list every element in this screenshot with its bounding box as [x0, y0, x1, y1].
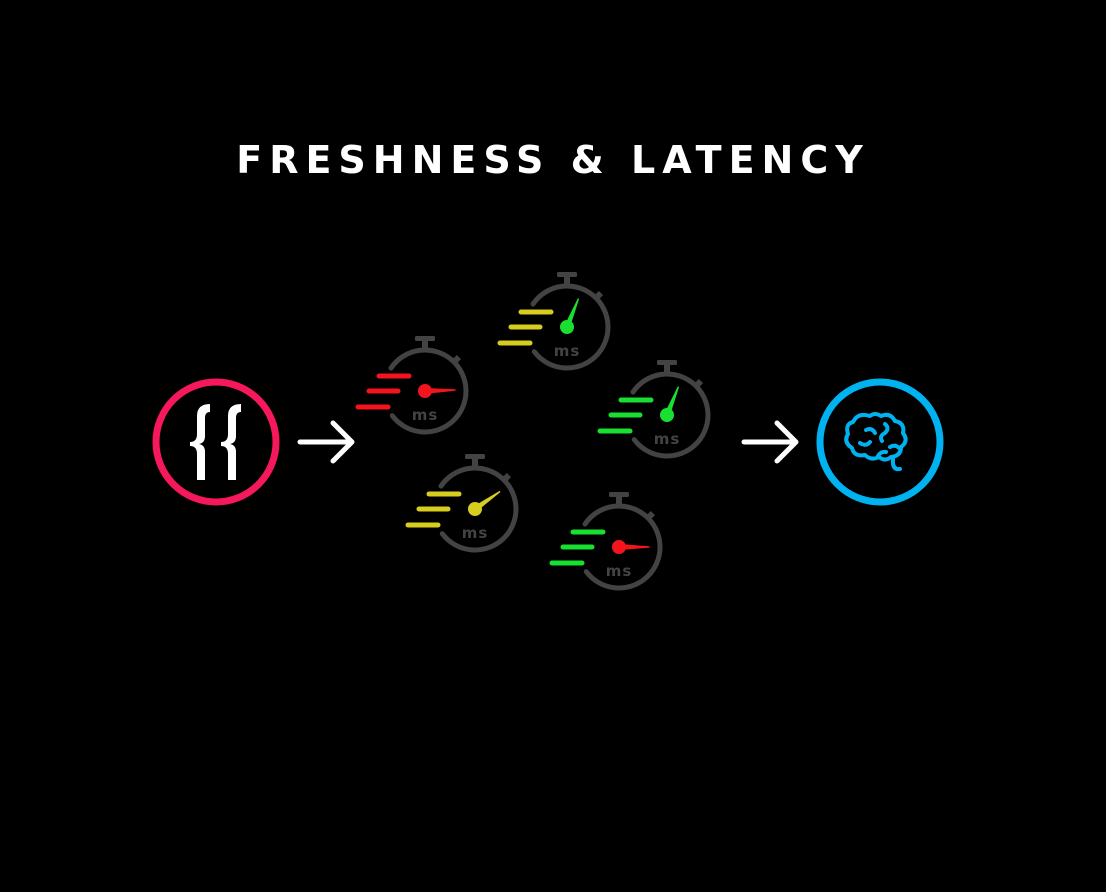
- destination-ring: [816, 378, 944, 506]
- stopwatch-body: [582, 503, 663, 591]
- speed-lines: [355, 373, 412, 410]
- stopwatch-button: [593, 290, 604, 301]
- speed-lines: [497, 309, 554, 346]
- stopwatch-unit-label: ms: [412, 406, 439, 424]
- arrow-icon: [741, 420, 799, 464]
- stopwatch-crown: [609, 492, 629, 497]
- speed-lines: [405, 491, 462, 528]
- arrow-icon: [297, 420, 355, 464]
- stopwatch-unit-label: ms: [554, 342, 581, 360]
- stopwatch-stem: [472, 459, 478, 467]
- stopwatch-body: [530, 283, 611, 371]
- speed-lines: [597, 397, 654, 434]
- stopwatch-stem: [422, 341, 428, 349]
- stopwatch-icon: ms: [497, 272, 611, 371]
- page-title: FRESHNESS & LATENCY: [236, 138, 870, 182]
- stopwatch-button: [451, 354, 462, 365]
- stopwatch-button: [693, 378, 704, 389]
- stopwatch-unit-label: ms: [606, 562, 633, 580]
- stopwatch-stem: [664, 365, 670, 373]
- source-ring: [152, 378, 280, 506]
- stopwatch-crown: [557, 272, 577, 277]
- stopwatch-icon: ms: [405, 454, 519, 553]
- stopwatch-stem: [564, 277, 570, 285]
- stopwatch-pivot: [560, 320, 574, 334]
- speed-lines: [549, 529, 606, 566]
- stopwatch-unit-label: ms: [462, 524, 489, 542]
- stopwatch-icon: ms: [597, 360, 711, 459]
- stopwatch-button: [501, 472, 512, 483]
- stopwatch-pivot: [468, 502, 482, 516]
- curly-braces-icon: [190, 404, 241, 480]
- source-node: [152, 378, 280, 506]
- stopwatch-pivot: [612, 540, 626, 554]
- stopwatch-body: [388, 347, 469, 435]
- stopwatch-unit-label: ms: [654, 430, 681, 448]
- stopwatch-pivot: [418, 384, 432, 398]
- brain-icon: [844, 412, 908, 472]
- stopwatch-pivot: [660, 408, 674, 422]
- stopwatch-icon: ms: [355, 336, 469, 435]
- stopwatch-button: [645, 510, 656, 521]
- stopwatch-crown: [657, 360, 677, 365]
- stopwatch-stem: [616, 497, 622, 505]
- destination-node: [816, 378, 944, 506]
- stopwatch-body: [438, 465, 519, 553]
- stopwatch-crown: [465, 454, 485, 459]
- stopwatch-body: [630, 371, 711, 459]
- stopwatch-icon: ms: [549, 492, 663, 591]
- stopwatch-crown: [415, 336, 435, 341]
